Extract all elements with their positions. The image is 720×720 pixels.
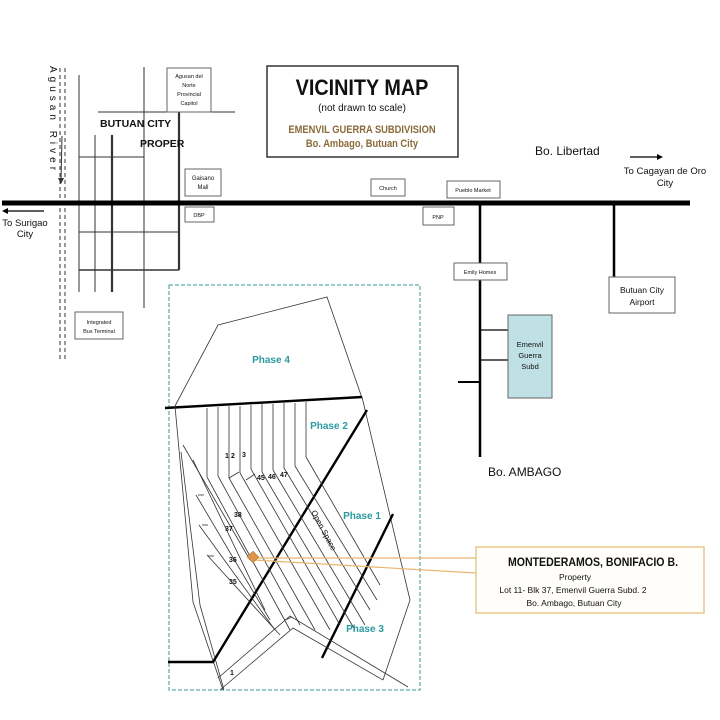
right-arrow-icon [657,154,663,160]
church-label: Church [379,186,397,192]
to-surigao-line1: To Surigao [2,218,47,229]
ambago-label: Bo. AMBAGO [488,465,561,479]
landmark-subdivision: Emenvil Guerra Subd [507,314,553,399]
to-surigao-indicator: To Surigao City [2,208,48,240]
landmark-dbp: DBP [184,206,215,223]
lot-label: 46 [268,474,276,481]
map-subtitle: (not drawn to scale) [318,103,406,114]
lot-label: 38 [234,512,242,519]
lot-label: 37 [225,526,233,533]
landmark-church: Church [370,178,406,197]
owner-name: MONTEDERAMOS, BONIFACIO B. [508,556,678,569]
capitol-line3: Provincial [177,92,201,98]
dbp-label: DBP [193,213,205,219]
lot-label: 1 [225,453,229,460]
phase-4-label: Phase 4 [252,355,290,366]
butuan-city-label: BUTUAN CITY [100,118,171,130]
phase-2-label: Phase 2 [310,421,348,432]
owner-caption: Property [559,572,592,582]
lot-label: 3 [242,452,246,459]
lot-label: 45 [257,475,265,482]
terminal-line1: Integrated [87,320,112,326]
agusan-river: Agusan River [47,66,66,360]
owner-callout-frame [475,546,705,614]
pnp-label: PNP [432,215,444,221]
owner-address: Bo. Ambago, Butuan City [527,598,623,608]
landmark-pnp: PNP [422,206,455,226]
to-cdo-line1: To Cagayan de Oro [624,166,706,177]
to-cdo-indicator: To Cagayan de Oro City [624,154,706,189]
left-arrow-icon [2,208,8,214]
landmark-capitol: Agusan del Norte Provincial Capitol [166,67,212,113]
airport-line1: Butuan City [620,285,665,295]
title-box: VICINITY MAP (not drawn to scale) EMENVI… [266,65,459,158]
homes-label: Emily Homes [464,270,497,276]
subd-line2: Guerra [518,351,542,360]
market-label: Pueblo Market [455,188,491,194]
callout-line-bottom [253,559,477,574]
phase-1-label: Phase 1 [343,511,381,522]
subdivision-name: EMENVIL GUERRA SUBDIVISION [288,124,435,136]
landmark-emily-homes: Emily Homes [453,262,508,281]
landmark-airport: Butuan City Airport [608,276,676,314]
libertad-label: Bo. Libertad [535,144,600,158]
landmark-market: Pueblo Market [446,180,501,199]
owner-lot: Lot 11- Blk 37, Emenvil Guerra Subd. 2 [499,585,647,595]
city-proper-grid [78,67,235,308]
river-label: Agusan River [47,66,58,174]
owner-callout: MONTEDERAMOS, BONIFACIO B. Property Lot … [475,546,705,614]
landmark-gaisano: Gaisano Mall [184,168,222,197]
airport-line2: Airport [629,297,655,307]
lot-label: 47 [280,472,288,479]
subd-line1: Emenvil [517,340,544,349]
capitol-line2: Norte [182,83,195,89]
site-plan [164,296,411,691]
river-flow-arrow [60,135,63,181]
landmark-bus-terminal: Integrated Bus Terminal [74,311,124,340]
subdivision-location: Bo. Ambago, Butuan City [306,138,418,150]
subd-line3: Subd [521,362,539,371]
lot-label: 1 [230,670,234,677]
to-cdo-line2: City [657,178,674,189]
lot-label: 2 [231,453,235,460]
river-flow-arrowhead [58,178,64,184]
property-marker-icon[interactable] [246,550,260,564]
title-box-frame [266,65,459,158]
lot-label: 35 [229,579,237,586]
open-space-label: Open Space [309,509,338,553]
site-plan-frame [168,284,421,691]
capitol-line1: Agusan del [175,74,203,80]
gaisano-line2: Mall [197,185,208,191]
to-surigao-line2: City [17,229,34,240]
proper-label: PROPER [140,138,185,150]
lot-label: 36 [229,557,237,564]
map-title: VICINITY MAP [296,76,429,100]
phase-3-label: Phase 3 [346,624,384,635]
capitol-line4: Capitol [180,101,197,107]
terminal-line2: Bus Terminal [83,329,115,335]
gaisano-line1: Gaisano [192,176,215,182]
